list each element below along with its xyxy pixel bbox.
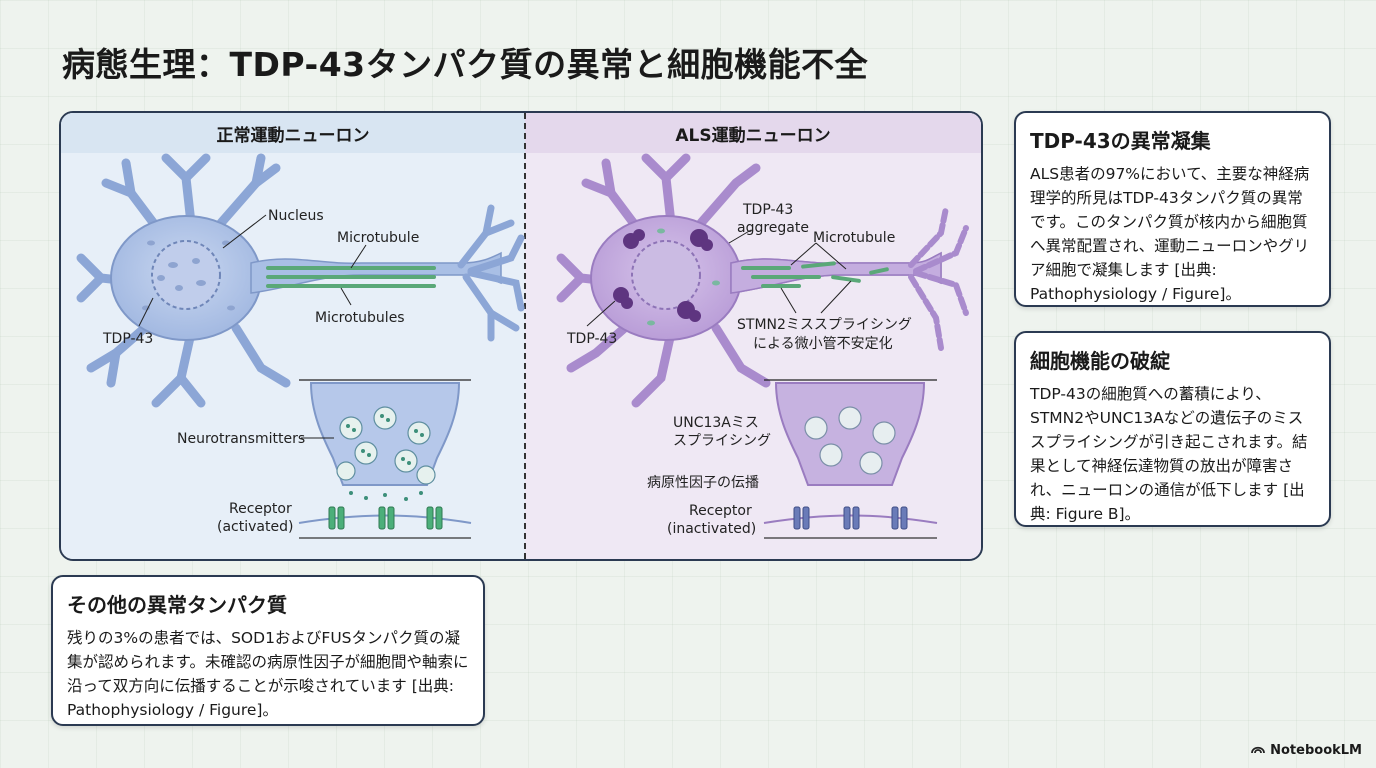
panel-divider <box>524 113 526 559</box>
neuron-illustration: Nucleus Microtubule Microtubules TDP-43 <box>76 153 969 539</box>
label-microtubule-als: Microtubule <box>813 230 895 246</box>
label-nucleus: Nucleus <box>268 208 324 224</box>
card-other-proteins: その他の異常タンパク質 残りの3%の患者では、SOD1およびFUSタンパク質の凝… <box>51 575 485 726</box>
label-neurotransmitters: Neurotransmitters <box>177 431 305 447</box>
neuron-comparison-figure: 正常運動ニューロン ALS運動ニューロン <box>59 111 983 561</box>
notebooklm-brand: NotebookLM <box>1251 742 1362 758</box>
label-tdp43-als: TDP-43 <box>566 331 617 347</box>
label-receptor-1: Receptor <box>229 501 292 517</box>
label-unc13a-2: スプライシング <box>673 433 771 449</box>
als-neuron: TDP-43 aggregate Microtubule TDP-43 STMN… <box>556 153 969 539</box>
label-receptor-als-2: (inactivated) <box>667 521 756 537</box>
label-tdp43: TDP-43 <box>102 331 153 347</box>
label-microtubule: Microtubule <box>337 230 419 246</box>
label-aggregate-1: TDP-43 <box>742 202 793 218</box>
card-other-body: 残りの3%の患者では、SOD1およびFUSタンパク質の凝集が認められます。未確認… <box>67 629 469 719</box>
label-aggregate-2: aggregate <box>737 220 809 236</box>
label-receptor-2: (activated) <box>217 519 293 535</box>
als-neuron-panel: ALS運動ニューロン <box>525 113 981 559</box>
card-disruption-title: 細胞機能の破綻 <box>1030 349 1170 373</box>
card-aggregation-body: ALS患者の97%において、主要な神経病理学的所見はTDP-43タンパク質の異常… <box>1030 165 1310 303</box>
label-propagation: 病原性因子の伝播 <box>647 475 759 491</box>
normal-neuron: Nucleus Microtubule Microtubules TDP-43 <box>76 153 525 539</box>
card-aggregation-title: TDP-43の異常凝集 <box>1030 129 1211 153</box>
card-other-title: その他の異常タンパク質 <box>67 593 287 617</box>
receptor-active-group <box>328 506 443 530</box>
label-unc13a-1: UNC13Aミス <box>673 415 759 431</box>
card-tdp43-aggregation: TDP-43の異常凝集 ALS患者の97%において、主要な神経病理学的所見はTD… <box>1014 111 1331 307</box>
card-disruption-body: TDP-43の細胞質への蓄積により、STMN2やUNC13Aなどの遺伝子のミスス… <box>1030 385 1308 523</box>
notebooklm-logo-icon <box>1251 742 1266 758</box>
label-stmn2-2: による微小管不安定化 <box>753 336 893 352</box>
label-microtubules: Microtubules <box>315 310 405 326</box>
receptor-inactive-group <box>793 506 908 530</box>
card-cell-function-disruption: 細胞機能の破綻 TDP-43の細胞質への蓄積により、STMN2やUNC13Aなど… <box>1014 331 1331 527</box>
als-panel-header: ALS運動ニューロン <box>525 113 981 153</box>
brand-label: NotebookLM <box>1270 742 1362 758</box>
page-title: 病態生理：TDP-43タンパク質の異常と細胞機能不全 <box>62 45 869 84</box>
normal-panel-header: 正常運動ニューロン <box>61 113 525 153</box>
label-stmn2-1: STMN2ミススプライシング <box>737 317 912 333</box>
label-receptor-als-1: Receptor <box>689 503 752 519</box>
